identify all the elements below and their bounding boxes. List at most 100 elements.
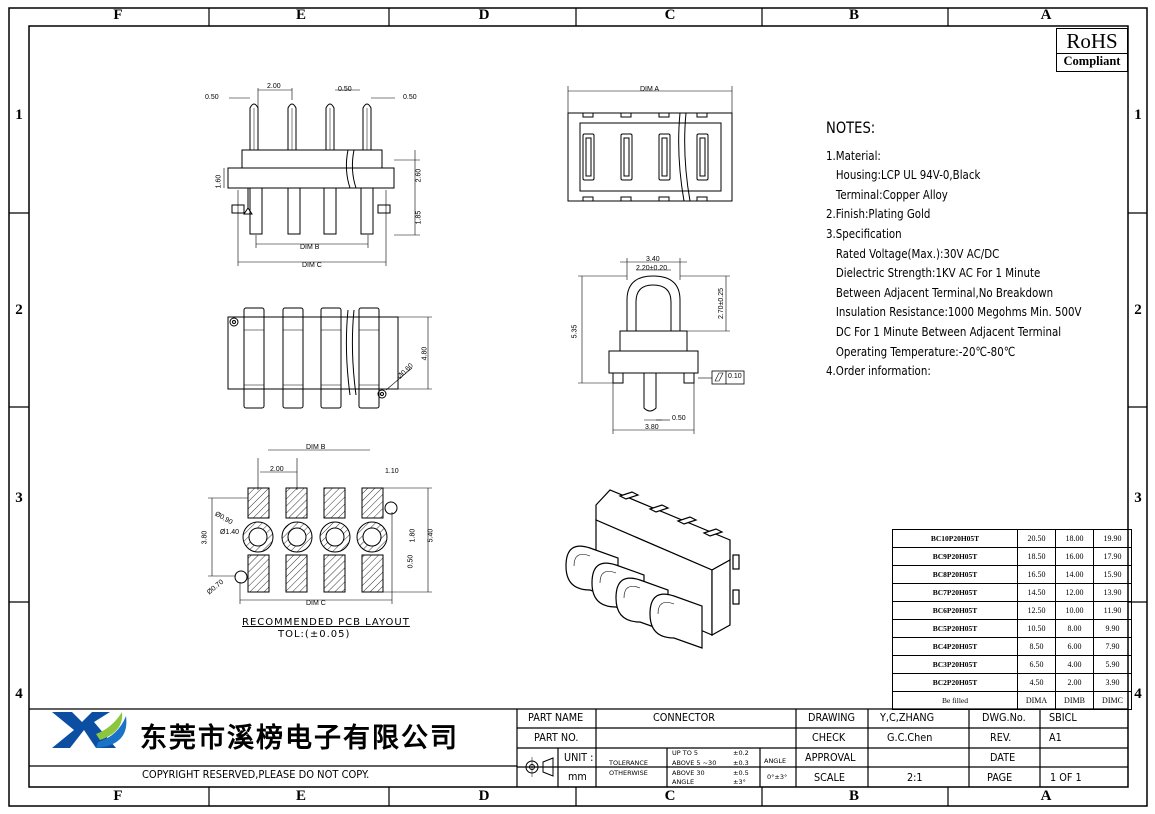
zone-col-label: F bbox=[113, 788, 123, 804]
note-line: Dielectric Strength:1KV AC For 1 Minute bbox=[835, 265, 1041, 281]
dim-label: 2.20±0.20 bbox=[636, 265, 668, 272]
dim-label: 5.40 bbox=[427, 528, 435, 543]
zone-col-label: F bbox=[113, 7, 123, 23]
zone-col-label: C bbox=[664, 7, 676, 23]
part-number-cell: BC6P20H05T bbox=[892, 601, 1018, 620]
dimc-cell: 7.90 bbox=[1093, 637, 1132, 656]
check-label: CHECK bbox=[812, 731, 846, 744]
dim-label: DIM A bbox=[640, 86, 660, 93]
dimc-cell: 11.90 bbox=[1093, 601, 1132, 620]
part-number-cell: BC10P20H05T bbox=[892, 529, 1018, 548]
part-number-cell: BC8P20H05T bbox=[892, 565, 1018, 584]
dima-cell: 18.50 bbox=[1017, 547, 1056, 566]
dim-label: 2.60 bbox=[415, 168, 423, 183]
check-value: G.C.Chen bbox=[887, 731, 933, 744]
tol-value: ±0.5 bbox=[733, 769, 749, 777]
dim-label: 2.00 bbox=[270, 466, 284, 473]
note-line: DC For 1 Minute Between Adjacent Termina… bbox=[835, 323, 1062, 339]
zone-col-label: A bbox=[1040, 7, 1052, 23]
dimc-cell: 15.90 bbox=[1093, 565, 1132, 584]
dimb-cell: 12.00 bbox=[1055, 583, 1094, 602]
zone-col-label: A bbox=[1040, 788, 1052, 804]
zone-row-label: 4 bbox=[1134, 686, 1142, 702]
note-line: 2.Finish:Plating Gold bbox=[826, 206, 931, 222]
part-number-cell: BC2P20H05T bbox=[892, 673, 1018, 692]
note-line: 3.Specification bbox=[826, 225, 902, 241]
rev-label: REV. bbox=[990, 731, 1012, 744]
zone-row-label: 3 bbox=[1134, 490, 1142, 506]
top-view-drawing bbox=[223, 88, 420, 266]
page-value: 1 OF 1 bbox=[1050, 771, 1082, 784]
approval-label: APPROVAL bbox=[805, 751, 856, 764]
dim-label: 0.50 bbox=[672, 415, 686, 422]
zone-row-label: 4 bbox=[15, 686, 23, 702]
part-number-cell: BC5P20H05T bbox=[892, 619, 1018, 638]
zone-col-label: D bbox=[478, 7, 490, 23]
tol-range: ANGLE bbox=[672, 778, 695, 786]
zone-col-label: E bbox=[295, 788, 306, 804]
unit-value: mm bbox=[568, 770, 587, 783]
front-view-drawing bbox=[567, 86, 733, 202]
note-line: Housing:LCP UL 94V-0,Black bbox=[835, 167, 981, 183]
part-number-cell: BC9P20H05T bbox=[892, 547, 1018, 566]
dimc-cell: 9.90 bbox=[1093, 619, 1132, 638]
dima-cell: 4.50 bbox=[1017, 673, 1056, 692]
dimb-cell: 10.00 bbox=[1055, 601, 1094, 620]
rohs-badge: RoHS Compliant bbox=[1056, 28, 1128, 72]
dima-cell: 10.50 bbox=[1017, 619, 1056, 638]
be-filled-cell: Be filled bbox=[892, 691, 1018, 710]
pcb-caption-title: RECOMMENDED PCB LAYOUT bbox=[242, 617, 410, 628]
dim-label: 2.70±0.25 bbox=[718, 287, 726, 320]
dimc-cell: 13.90 bbox=[1093, 583, 1132, 602]
page-label: PAGE bbox=[987, 771, 1013, 784]
angle-value: 0°±3° bbox=[767, 773, 788, 781]
dwg-no-value: SBICL bbox=[1049, 711, 1077, 724]
dimb-cell: 8.00 bbox=[1055, 619, 1094, 638]
dimc-cell: 5.90 bbox=[1093, 655, 1132, 674]
rev-value: A1 bbox=[1049, 731, 1062, 744]
dim-label: 0.50 bbox=[403, 94, 417, 101]
part-number-cell: BC7P20H05T bbox=[892, 583, 1018, 602]
dim-label: 4.80 bbox=[421, 346, 429, 361]
dim-label: DIM C bbox=[306, 600, 326, 607]
note-line: Insulation Resistance:1000 Megohms Min. … bbox=[835, 304, 1082, 320]
zone-row-label: 2 bbox=[1134, 302, 1142, 318]
part-no-label: PART NO. bbox=[534, 731, 579, 744]
projection-symbol bbox=[522, 757, 554, 777]
dimb-cell: 16.00 bbox=[1055, 547, 1094, 566]
dimb-cell: 18.00 bbox=[1055, 529, 1094, 548]
dim-label: DIM B bbox=[306, 444, 326, 451]
end-view-drawing bbox=[578, 258, 745, 434]
dima-cell: 16.50 bbox=[1017, 565, 1056, 584]
zone-row-label: 2 bbox=[15, 302, 23, 318]
dima-cell: 14.50 bbox=[1017, 583, 1056, 602]
dim-label: 1.60 bbox=[215, 174, 223, 189]
notes-block: NOTES: 1.Material: Housing:LCP UL 94V-0,… bbox=[826, 118, 1082, 381]
dim-label: 0.50 bbox=[407, 554, 415, 569]
zone-col-label: E bbox=[295, 7, 306, 23]
dim-label: Ø1.40 bbox=[220, 529, 240, 536]
notes-title: NOTES: bbox=[826, 118, 876, 137]
pcb-layout-drawing bbox=[208, 449, 432, 604]
part-number-cell: BC4P20H05T bbox=[892, 637, 1018, 656]
zone-row-label: 1 bbox=[15, 107, 23, 123]
dimc-header: DIMC bbox=[1093, 691, 1132, 710]
dimb-cell: 14.00 bbox=[1055, 565, 1094, 584]
tol-range: ABOVE 5 ~30 bbox=[672, 759, 717, 767]
dim-label: 5.35 bbox=[571, 324, 579, 339]
drawing-label: DRAWING bbox=[808, 711, 856, 724]
dim-label: 0.50 bbox=[338, 86, 352, 93]
tol-value: ±0.2 bbox=[733, 749, 749, 757]
rohs-subtitle: Compliant bbox=[1057, 53, 1127, 68]
dim-label: 3.40 bbox=[646, 256, 660, 263]
zone-col-label: D bbox=[478, 788, 490, 804]
